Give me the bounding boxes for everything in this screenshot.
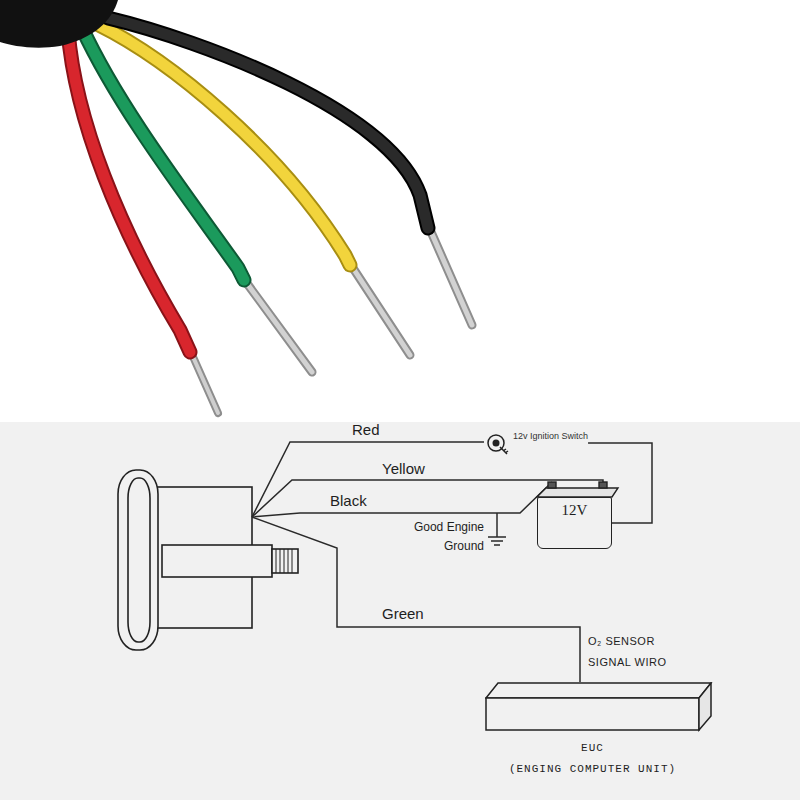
wire-tip bbox=[190, 350, 218, 413]
wire-photo bbox=[68, 18, 472, 413]
wire-tip bbox=[243, 278, 312, 372]
wire-tip bbox=[428, 225, 472, 325]
switch-key bbox=[500, 447, 508, 454]
black-lead bbox=[252, 482, 552, 517]
diagram-ground bbox=[0, 422, 800, 800]
switch-symbol bbox=[484, 430, 510, 456]
wire-color: Black bbox=[330, 492, 367, 509]
ecu-outline bbox=[485, 682, 713, 732]
ecu-top bbox=[486, 683, 711, 698]
bolt-thread bbox=[276, 549, 292, 573]
wire-color: Green bbox=[382, 605, 424, 622]
cable-jacket bbox=[0, 0, 118, 48]
ecu-front bbox=[486, 698, 699, 730]
node-text: EUC bbox=[485, 738, 712, 759]
sensor-bolt bbox=[272, 549, 298, 573]
wire-tip bbox=[190, 350, 218, 413]
sensor-stud bbox=[162, 545, 272, 577]
green-lead bbox=[252, 517, 580, 682]
wiring bbox=[252, 442, 603, 682]
wire-tip bbox=[428, 225, 472, 325]
gauge-bezel bbox=[128, 478, 150, 642]
node-text: 12v Ignition Switch bbox=[513, 431, 588, 441]
wire-tip bbox=[349, 262, 410, 355]
battery-terminal bbox=[599, 482, 607, 488]
ecu-side bbox=[699, 683, 711, 730]
wire-tip bbox=[349, 262, 410, 355]
ecu-box: EUC(ENGING COMPUTER UNIT) bbox=[485, 682, 712, 780]
battery-top bbox=[537, 482, 618, 497]
node-text: 12V bbox=[546, 502, 603, 519]
black-wire bbox=[108, 18, 428, 228]
signal-label: O₂ SENSOR SIGNAL WIRO bbox=[588, 631, 680, 673]
ignition-switch: 12v Ignition Switch bbox=[484, 430, 588, 456]
ground-label: Good Engine Ground bbox=[398, 518, 484, 555]
photo-ground bbox=[0, 0, 800, 422]
switch-key bbox=[493, 440, 500, 447]
ground-lead bbox=[496, 513, 498, 537]
ground-symbol bbox=[488, 537, 506, 545]
wire-tip bbox=[243, 278, 312, 372]
wire-color: Yellow bbox=[382, 460, 425, 477]
wire-color: Red bbox=[352, 421, 380, 438]
battery-terminal bbox=[548, 482, 556, 488]
gauge-bezel bbox=[118, 470, 158, 650]
node-text: (ENGING COMPUTER UNIT) bbox=[485, 759, 712, 780]
black-wire bbox=[108, 18, 428, 228]
battery-lid bbox=[537, 488, 618, 497]
gauge-symbol bbox=[118, 470, 298, 650]
battery-box: 12V bbox=[537, 497, 612, 549]
